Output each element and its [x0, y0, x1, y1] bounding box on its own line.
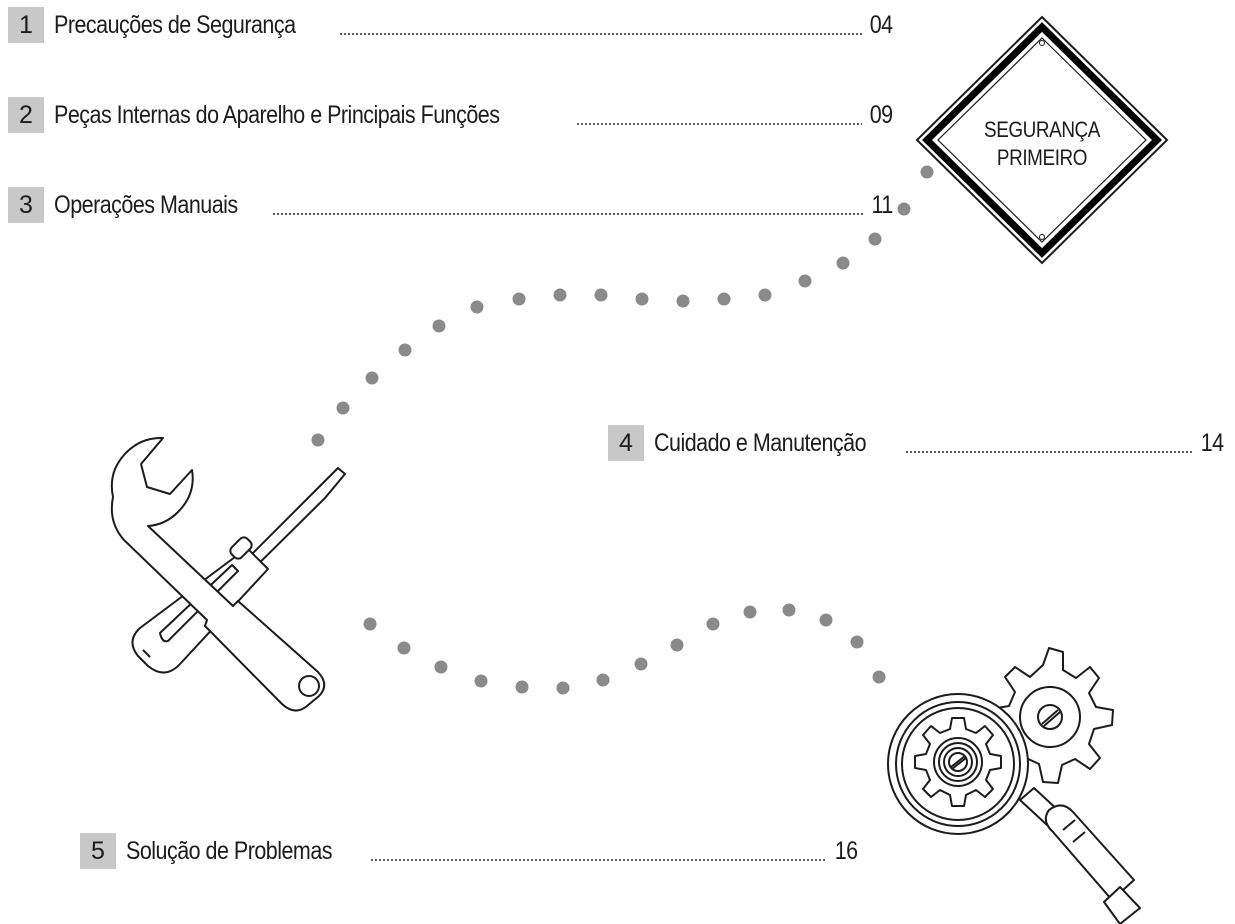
- sign-line-2: PRIMEIRO: [996, 145, 1088, 170]
- toc-leader-dots: [338, 33, 863, 35]
- toc-entry-3[interactable]: 3 Operações Manuais 11: [8, 187, 894, 223]
- toc-leader-dots: [271, 213, 865, 215]
- toc-title: Precauções de Segurança: [54, 10, 296, 39]
- toc-title: Operações Manuais: [54, 190, 238, 219]
- toc-page-number: 11: [871, 190, 894, 219]
- safety-sign-text: SEGURANÇA PRIMEIRO: [967, 116, 1117, 172]
- toc-number-badge: 2: [8, 97, 44, 133]
- toc-number-badge: 3: [8, 187, 44, 223]
- toc-leader-dots: [575, 123, 863, 125]
- toc-entry-1[interactable]: 1 Precauções de Segurança 04: [8, 7, 894, 43]
- toc-title: Solução de Problemas: [126, 836, 333, 865]
- dotted-path-upper: [311, 165, 934, 447]
- magnifier-gear-icon: [887, 647, 1141, 924]
- safety-sign-icon: [915, 15, 1169, 265]
- toc-title: Cuidado e Manutenção: [654, 428, 867, 457]
- toc-page-number: 14: [1201, 428, 1224, 457]
- toc-page-number: 16: [835, 836, 858, 865]
- dotted-path-lower: [363, 603, 886, 695]
- toc-entry-4[interactable]: 4 Cuidado e Manutenção 14: [608, 425, 1225, 461]
- toc-leader-dots: [904, 451, 1194, 453]
- toc-number-badge: 5: [80, 833, 116, 869]
- toc-title: Peças Internas do Aparelho e Principais …: [54, 100, 500, 129]
- toc-number-badge: 1: [8, 7, 44, 43]
- toc-entry-2[interactable]: 2 Peças Internas do Aparelho e Principai…: [8, 97, 894, 133]
- toc-page-number: 04: [870, 10, 893, 39]
- toc-number-badge: 4: [608, 425, 644, 461]
- toc-page-number: 09: [870, 100, 893, 129]
- toc-entry-5[interactable]: 5 Solução de Problemas 16: [80, 833, 859, 869]
- wrench-screwdriver-icon: [110, 436, 346, 712]
- sign-line-1: SEGURANÇA: [984, 117, 1100, 142]
- toc-leader-dots: [369, 859, 828, 861]
